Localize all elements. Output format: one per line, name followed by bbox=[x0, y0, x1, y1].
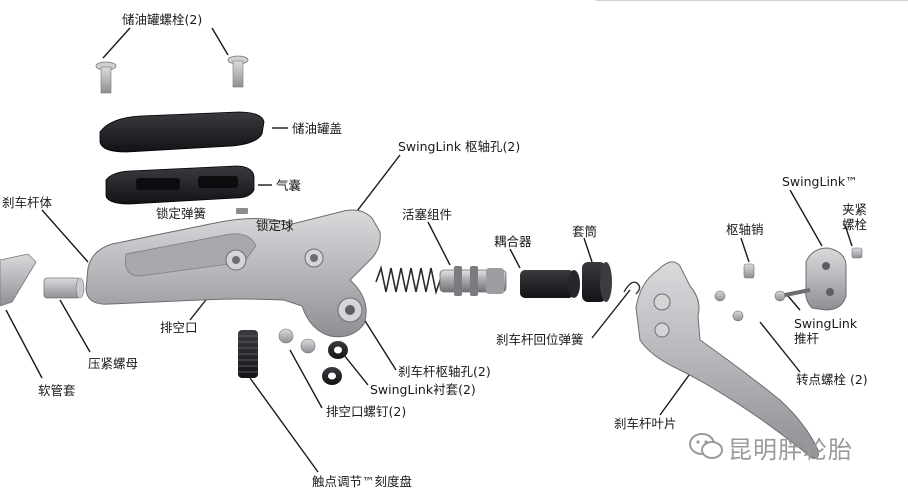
leader-hose-barb bbox=[5, 309, 43, 379]
lever-blade bbox=[635, 261, 819, 459]
lever-body bbox=[85, 209, 381, 338]
label-sleeve: 套筒 bbox=[572, 224, 598, 239]
watermark-text: 昆明胖轮胎 bbox=[728, 436, 853, 464]
compression-nut bbox=[43, 277, 85, 299]
leader-compression-nut bbox=[59, 299, 91, 353]
label-swinglink-pushrod: SwingLink 推杆 bbox=[794, 316, 858, 346]
label-reservoir-bolt: 储油罐螺栓(2) bbox=[122, 12, 203, 27]
leader-reservoir-bolt-right bbox=[211, 27, 229, 56]
return-spring bbox=[623, 281, 641, 295]
leader-pivot-pin bbox=[740, 237, 750, 263]
label-compression-nut: 压紧螺母 bbox=[88, 356, 139, 371]
reservoir-cover bbox=[99, 111, 265, 153]
leader-sleeve bbox=[583, 237, 593, 263]
contact-dial bbox=[238, 330, 258, 378]
label-hose-barb: 软管套 bbox=[38, 383, 76, 398]
leader-pivot-bolt bbox=[759, 321, 801, 373]
hose-barb bbox=[0, 253, 37, 307]
label-swinglink-bushing: SwingLink衬套(2) bbox=[370, 382, 476, 397]
label-coupler: 耦合器 bbox=[494, 234, 532, 249]
reservoir-bolts bbox=[95, 55, 249, 94]
label-bleed-port: 排空口 bbox=[160, 320, 198, 335]
label-contact-dial: 触点调节™刻度盘 bbox=[312, 474, 413, 489]
swinglink-bushings bbox=[322, 341, 348, 385]
pivot-bolts bbox=[714, 290, 744, 322]
label-lock-ball: 锁定球 bbox=[256, 218, 294, 233]
label-pivot-bolt: 转点螺栓 (2) bbox=[796, 372, 868, 387]
bleed-screws bbox=[278, 328, 316, 354]
label-pivot-pin: 枢轴销 bbox=[726, 222, 764, 237]
label-swinglink-pivot-hole: SwingLink 枢轴孔(2) bbox=[398, 139, 521, 154]
coupler bbox=[520, 270, 580, 298]
label-lever-body: 刹车杆体 bbox=[2, 195, 53, 210]
piston-assembly bbox=[439, 266, 507, 296]
piston-spring bbox=[375, 265, 442, 295]
label-bleed-screw: 排空口螺钉(2) bbox=[326, 404, 407, 419]
clamp-bolt bbox=[851, 247, 863, 259]
label-reservoir-cover: 储油罐盖 bbox=[292, 121, 343, 136]
label-return-spring: 刹车杆回位弹簧 bbox=[496, 332, 584, 347]
reservoir-bolt-right bbox=[227, 55, 249, 88]
leader-reservoir-bolt-left bbox=[102, 27, 131, 59]
label-lock-spring: 锁定弹簧 bbox=[156, 206, 207, 221]
leader-coupler bbox=[509, 248, 521, 269]
leader-swinglink bbox=[789, 189, 823, 247]
leader-contact-dial bbox=[249, 377, 319, 473]
reservoir-bolt-left bbox=[95, 61, 117, 94]
label-lever-blade: 刹车杆叶片 bbox=[614, 416, 677, 431]
leader-clamp-bolt bbox=[844, 224, 853, 247]
label-piston-assembly: 活塞组件 bbox=[402, 207, 453, 222]
label-lever-pivot-hole: 刹车杆枢轴孔(2) bbox=[398, 364, 491, 379]
leader-return-spring bbox=[591, 289, 631, 339]
swinglink bbox=[805, 247, 847, 311]
top-divider bbox=[596, 0, 908, 1]
leader-pushrod bbox=[787, 295, 801, 311]
label-bladder: 气囊 bbox=[276, 178, 302, 193]
leader-bleed-screw bbox=[289, 349, 323, 409]
wechat-icon bbox=[689, 433, 723, 459]
leader-piston bbox=[427, 221, 451, 266]
sleeve bbox=[582, 262, 612, 302]
pivot-pin bbox=[743, 263, 755, 279]
leader-lever-pivot-hole bbox=[361, 315, 397, 371]
swinglink-pushrod bbox=[774, 288, 811, 302]
label-clamp-bolt: 夹紧 螺栓 bbox=[842, 202, 868, 232]
leader-lever-body bbox=[41, 209, 89, 263]
label-swinglink: SwingLink™ bbox=[782, 174, 858, 189]
